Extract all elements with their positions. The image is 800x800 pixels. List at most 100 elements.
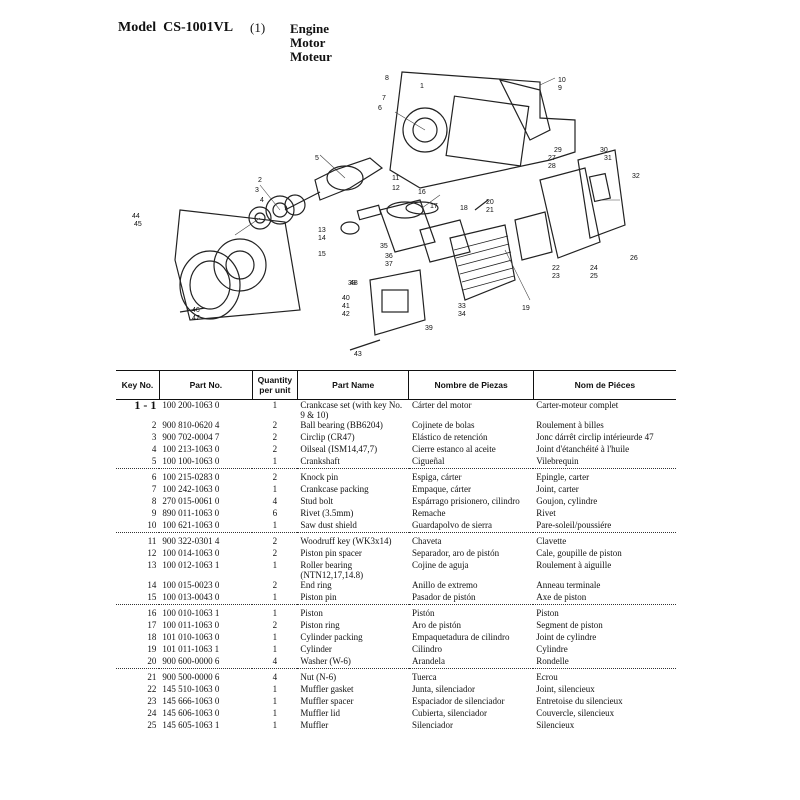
crankshaft-web — [326, 165, 364, 191]
callout-number: 42 — [342, 311, 350, 318]
part-no-cell: 100 621-1063 0 — [162, 520, 220, 530]
part-no-cell: 100 200-1063 0 — [162, 400, 220, 410]
quantity-cell: 1 — [272, 708, 278, 718]
nom-cell: Anneau terminale — [536, 580, 601, 590]
part-name-cell: Piston pin — [300, 592, 337, 602]
quantity-cell: 2 — [272, 444, 278, 454]
key-no-cell: 14 — [147, 580, 157, 590]
col-quantity: Quantity per unit — [251, 370, 298, 400]
callout-number: 1 — [420, 83, 424, 90]
section-name-fr: Moteur — [290, 49, 332, 64]
nom-cell: Joint, silencieux — [536, 684, 595, 694]
callout-number: 24 — [590, 265, 598, 272]
nom-cell: Vilebrequin — [536, 456, 579, 466]
model-title: Model CS-1001VL — [118, 20, 233, 36]
key-no-cell: 6 — [116, 468, 160, 484]
callout-number: 36 — [385, 253, 393, 260]
callout-number: 22 — [552, 265, 560, 272]
muffler-gasket-part — [514, 211, 553, 261]
callout-number: 14 — [318, 235, 326, 242]
key-no-cell: 22 — [147, 684, 157, 694]
quantity-cell: 1 — [272, 520, 278, 530]
key-no-cell: 13 — [147, 560, 157, 570]
quantity-cell: 1 — [272, 644, 278, 654]
callout-number: 45 — [134, 221, 142, 228]
nom-cell: Segment de piston — [536, 620, 603, 630]
nombre-cell: Remache — [411, 508, 446, 518]
callout-number: 7 — [382, 95, 386, 102]
piston-pin-part — [356, 204, 382, 221]
muffler-lid-part — [577, 149, 626, 239]
callout-number: 30 — [600, 147, 608, 154]
key-no-cell: 15 — [147, 592, 157, 602]
key-no-cell: 3 — [151, 432, 157, 442]
part-no-cell: 100 015-0023 0 — [162, 580, 220, 590]
model-label: Model — [118, 20, 157, 35]
crankcase-window — [445, 95, 530, 167]
part-no-cell: 100 012-1063 1 — [162, 560, 220, 570]
nom-cell: Pare-soleil/poussiére — [536, 520, 612, 530]
part-name-cell: Cylinder packing — [300, 632, 363, 642]
nombre-cell: Cilindro — [411, 644, 442, 654]
key-no-cell: 11 — [116, 532, 160, 548]
quantity-cell: 1 — [272, 720, 278, 730]
section-names: Engine Motor Moteur — [290, 22, 332, 64]
nombre-cell: Elástico de retención — [411, 432, 488, 442]
nom-cell: Cylindre — [536, 644, 568, 654]
callout-number: 15 — [318, 251, 326, 258]
nom-cell: Joint, carter — [536, 484, 579, 494]
callout-number: 44 — [132, 213, 140, 220]
quantity-cell: 2 — [272, 548, 278, 558]
key-no-cell: 2 — [151, 420, 157, 430]
nombre-cell: Anillo de extremo — [411, 580, 478, 590]
callout-number: 16 — [418, 189, 426, 196]
nombre-cell: Guardapolvo de sierra — [411, 520, 492, 530]
nombre-cell: Cojine de aguja — [411, 560, 469, 570]
callout-number: 19 — [522, 305, 530, 312]
callout-number: 40 — [342, 295, 350, 302]
callout-number: 27 — [548, 155, 556, 162]
callout-number: 13 — [318, 227, 326, 234]
part-no-cell: 145 666-1063 0 — [162, 696, 220, 706]
callout-number: 32 — [632, 173, 640, 180]
part-no-cell: 100 215-0283 0 — [159, 468, 253, 484]
nombre-cell: Cojinete de bolas — [411, 420, 475, 430]
key-no-cell: 7 — [151, 484, 157, 494]
quantity-cell: 6 — [272, 508, 278, 518]
roller-bearing-part — [340, 221, 360, 235]
col-nom-pieces: Nom de Piéces — [532, 370, 676, 400]
crankcase-left-part — [174, 209, 301, 321]
callout-number: 11 — [392, 175, 399, 182]
callout-number: 43 — [354, 351, 362, 358]
callout-number: 28 — [548, 163, 556, 170]
intake-part — [369, 269, 426, 336]
callout-number: 41 — [342, 303, 350, 310]
callout-number: 23 — [552, 273, 560, 280]
part-name-cell: Saw dust shield — [300, 520, 357, 530]
nom-cell: Silencieux — [536, 720, 575, 730]
callout-number: 47 — [192, 315, 200, 322]
part-no-cell: 900 322-0301 4 — [159, 532, 253, 548]
model-number: CS-1001VL — [163, 20, 234, 35]
nom-cell: Rondelle — [536, 656, 569, 666]
part-name-cell: Crankcase packing — [300, 484, 369, 494]
quantity-cell: 1 — [272, 696, 278, 706]
piston-ring-part — [405, 201, 439, 215]
col-nombre-piezas: Nombre de Piezas — [408, 370, 534, 400]
part-name-cell: Roller bearing (NTN12,17,14.8) — [300, 560, 364, 580]
callout-number: 25 — [590, 273, 598, 280]
section-name-es: Motor — [290, 35, 326, 50]
part-name-cell: Muffler — [300, 720, 329, 730]
part-name-cell: Crankshaft — [300, 456, 340, 466]
quantity-cell: 4 — [272, 656, 278, 666]
callout-number: 46 — [192, 307, 200, 314]
